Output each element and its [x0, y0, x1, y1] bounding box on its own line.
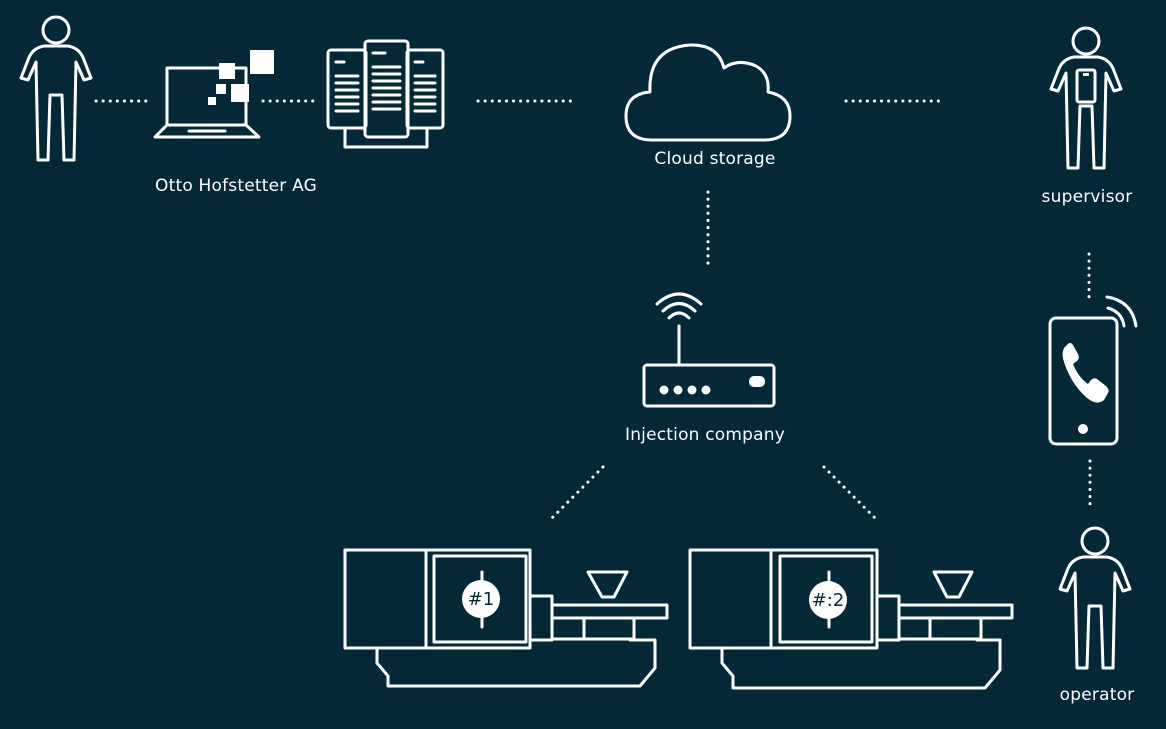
injection-machine-icon-2: #:2 [688, 548, 1014, 690]
laptop-icon [153, 50, 274, 139]
machine-label-1: #1 [468, 589, 495, 610]
link-router-machine2 [822, 465, 880, 523]
cloud-icon [624, 43, 792, 142]
router-icon [642, 292, 776, 408]
person-icon-otto [19, 15, 93, 162]
person-icon-operator [1058, 526, 1132, 670]
label-cloud-storage: Cloud storage [654, 149, 776, 169]
person-icon-supervisor [1049, 26, 1123, 170]
machine-label-2: #:2 [812, 590, 845, 611]
injection-machine-icon-1: #1 [343, 548, 669, 688]
server-icon [326, 39, 445, 149]
label-supervisor: supervisor [1041, 187, 1133, 207]
link-router-machine1 [547, 465, 605, 523]
smartphone-icon [1048, 295, 1138, 446]
label-otto-hofstetter: Otto Hofstetter AG [155, 176, 317, 196]
label-operator: operator [1059, 685, 1135, 705]
machine-badge-1 [462, 580, 500, 618]
label-injection-company: Injection company [624, 425, 786, 445]
machine-badge-2 [809, 581, 847, 619]
